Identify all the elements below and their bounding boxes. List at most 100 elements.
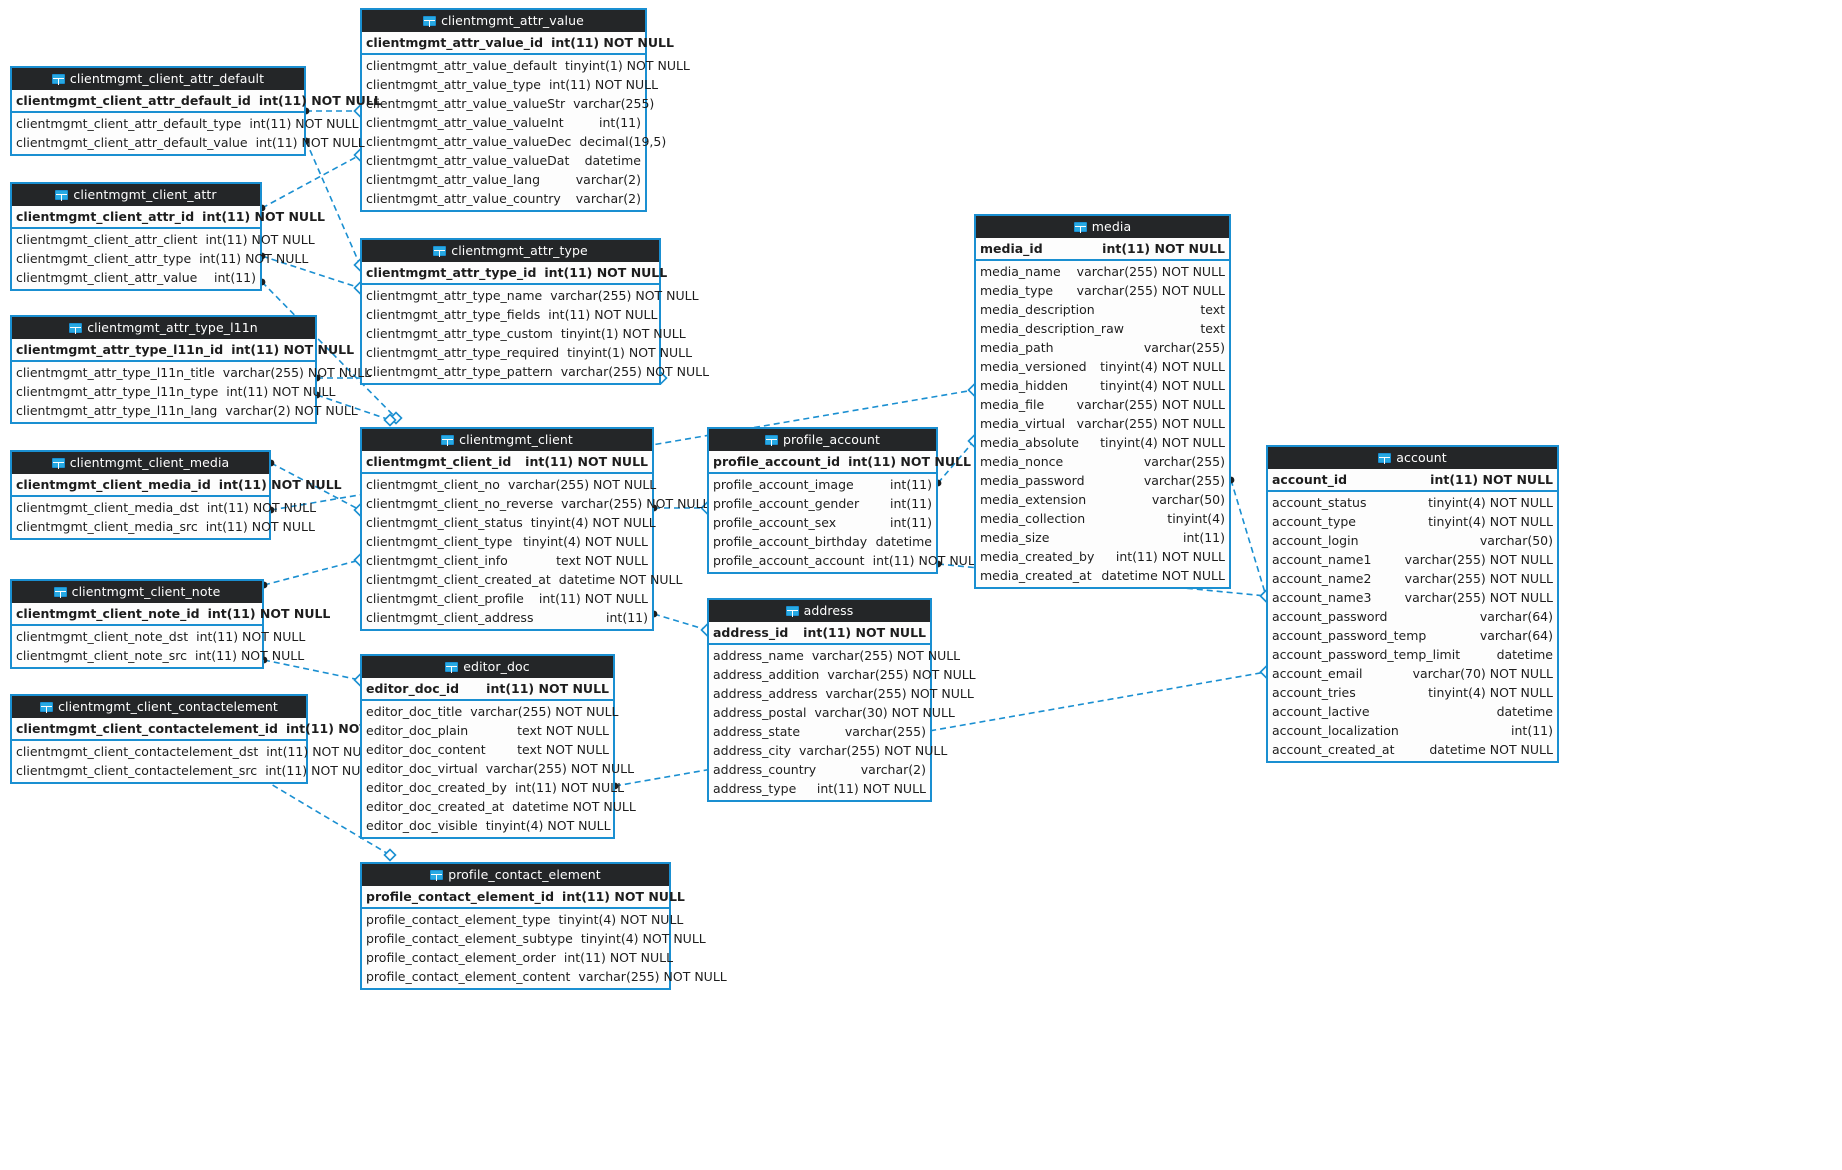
table-header-clientmgmt_attr_value[interactable]: clientmgmt_attr_value: [362, 10, 645, 32]
table-header-clientmgmt_attr_type[interactable]: clientmgmt_attr_type: [362, 240, 659, 262]
table-header-clientmgmt_client[interactable]: clientmgmt_client: [362, 429, 652, 451]
table-header-profile_account[interactable]: profile_account: [709, 429, 936, 451]
table-header-clientmgmt_client_attr[interactable]: clientmgmt_client_attr: [12, 184, 260, 206]
table-header-media[interactable]: media: [976, 216, 1229, 238]
table-header-account[interactable]: account: [1268, 447, 1557, 469]
table-header-clientmgmt_attr_type_l11n[interactable]: clientmgmt_attr_type_l11n: [12, 317, 315, 339]
table-header-profile_contact_element[interactable]: profile_contact_element: [362, 864, 669, 886]
table-clientmgmt_client_attr[interactable]: clientmgmt_client_attr clientmgmt_client_…: [10, 182, 325, 291]
table-header-address[interactable]: address: [709, 600, 930, 622]
table-header-editor_doc[interactable]: editor_doc: [362, 656, 613, 678]
